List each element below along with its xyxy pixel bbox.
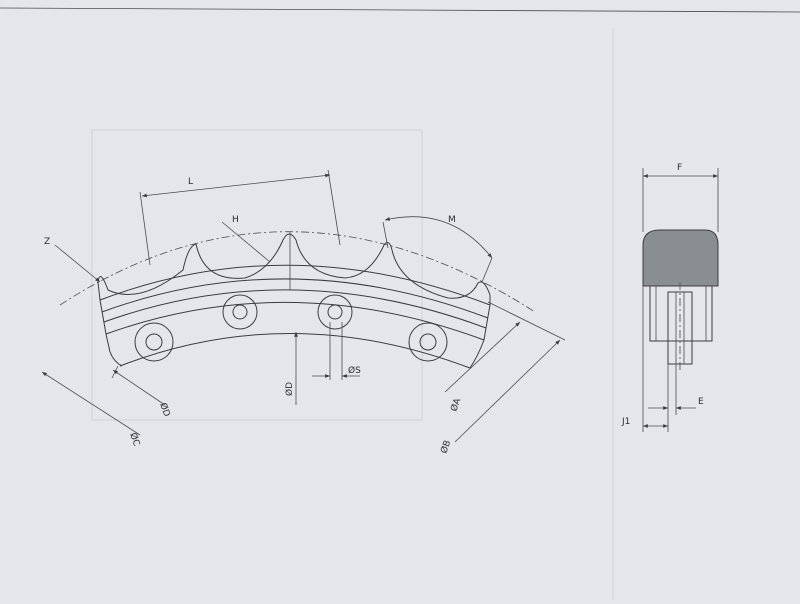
dimension-lines	[41, 169, 566, 443]
profile-dimension-lines	[642, 168, 719, 432]
label-phiD-center: ØD	[284, 382, 295, 396]
label-phiC: ØC	[127, 431, 142, 447]
rim-line-outer	[99, 264, 491, 306]
label-phiA: ØA	[448, 396, 463, 413]
bolt-hole	[222, 294, 258, 330]
profile-web	[649, 285, 713, 342]
tooth-profile	[97, 233, 491, 299]
rim-line-2	[103, 289, 487, 329]
page-border-top	[0, 7, 800, 13]
label-phiB: ØB	[438, 439, 453, 455]
label-Z: Z	[44, 237, 50, 247]
rim-line-inner	[119, 333, 471, 369]
rim-line-1	[101, 278, 489, 319]
label-phiS: ØS	[348, 365, 361, 376]
label-J1: J1	[621, 417, 630, 427]
label-phiD-left: ØD	[157, 401, 172, 418]
pitch-circle-arc	[59, 231, 536, 313]
label-L: L	[188, 177, 193, 187]
profile-head	[642, 229, 719, 287]
label-M: M	[448, 215, 456, 225]
faint-background-frame	[91, 129, 423, 421]
sprocket-side-profile	[642, 229, 719, 372]
segment-end-left	[97, 281, 123, 367]
sprocket-segment-front-view	[59, 231, 536, 369]
bolt-hole	[408, 322, 448, 362]
label-H: H	[232, 215, 239, 225]
bolt-hole	[317, 294, 353, 330]
bolt-hole	[134, 322, 174, 362]
label-F: F	[677, 163, 682, 173]
label-E: E	[698, 397, 704, 407]
segment-end-right	[469, 295, 491, 369]
